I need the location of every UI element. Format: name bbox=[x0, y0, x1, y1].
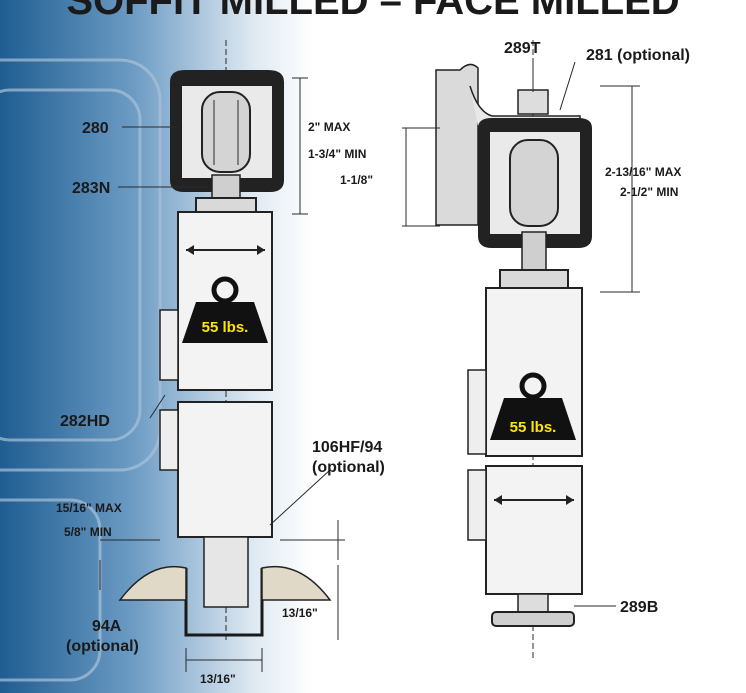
right-assembly: 55 lbs. bbox=[402, 40, 640, 660]
label-94A: 94A bbox=[92, 618, 122, 635]
right-nut bbox=[499, 269, 569, 289]
label-282HD: 282HD bbox=[60, 413, 110, 430]
label-right-dim-min: 2-1/2" MIN bbox=[620, 185, 678, 199]
label-13-16-side: 13/16" bbox=[282, 606, 318, 620]
left-channel-94A bbox=[184, 568, 264, 637]
left-weight-icon bbox=[182, 276, 268, 343]
left-side-plate bbox=[159, 309, 179, 381]
label-289B: 289B bbox=[620, 599, 658, 616]
right-roller-wheel bbox=[509, 139, 559, 227]
right-stem bbox=[521, 231, 547, 275]
label-106HF: 106HF/94 bbox=[312, 439, 382, 456]
header-title: SOFFIT MILLED – FACE MILLED bbox=[66, 0, 679, 23]
label-left-dim-max: 2" MAX bbox=[308, 120, 350, 134]
label-280: 280 bbox=[82, 120, 109, 137]
right-bracket-281 bbox=[469, 85, 581, 127]
label-94A-note: (optional) bbox=[66, 638, 139, 655]
right-wall-bracket bbox=[435, 63, 479, 226]
label-1-1-8: 1-1/8" bbox=[340, 173, 373, 187]
right-bottom-nut bbox=[517, 593, 549, 613]
left-nut bbox=[195, 197, 257, 213]
label-right-dim-max: 2-13/16" MAX bbox=[605, 165, 681, 179]
right-lower-block bbox=[485, 465, 583, 595]
label-gap-min: 5/8" MIN bbox=[64, 525, 112, 539]
left-wood-right bbox=[261, 565, 332, 601]
left-lower-block bbox=[177, 401, 273, 538]
left-weight-label: 55 lbs. bbox=[202, 319, 249, 336]
label-left-dim-min: 1-3/4" MIN bbox=[308, 147, 366, 161]
right-base-plate-289B bbox=[491, 611, 575, 627]
label-13-16-bottom: 13/16" bbox=[200, 672, 236, 686]
left-assembly: 55 lbs. bbox=[99, 40, 345, 672]
right-top-nut bbox=[517, 89, 549, 115]
left-roller-wheel bbox=[201, 91, 251, 173]
label-281: 281 (optional) bbox=[586, 47, 690, 64]
label-289T: 289T bbox=[504, 40, 541, 57]
right-weight-label: 55 lbs. bbox=[510, 419, 557, 436]
left-shank bbox=[203, 536, 249, 608]
right-weight-icon bbox=[490, 372, 576, 440]
left-wood-left bbox=[118, 565, 187, 601]
label-283N: 283N bbox=[72, 180, 110, 197]
label-106HF-note: (optional) bbox=[312, 459, 385, 476]
label-gap-max: 15/16" MAX bbox=[56, 501, 122, 515]
